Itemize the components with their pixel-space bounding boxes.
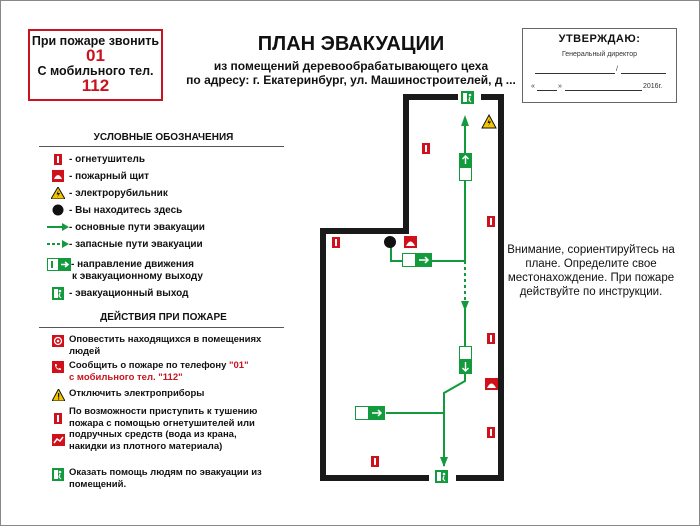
emergency-phone-box: При пожаре звонить 01 С мобильного тел. … <box>28 29 163 101</box>
route-arrow <box>461 115 469 126</box>
main-route-arrow-icon <box>47 223 69 231</box>
actions-divider <box>39 327 284 328</box>
legend-title: УСЛОВНЫЕ ОБОЗНАЧЕНИЯ <box>93 132 234 143</box>
main-evacuation-route <box>443 311 466 466</box>
direction-sign-icon <box>402 253 432 267</box>
action-item: По возможности приступить к тушению пожа… <box>47 406 262 452</box>
name-line <box>621 73 666 74</box>
fire-extinguisher-icon <box>487 333 495 344</box>
legend-divider <box>39 146 284 147</box>
emergency-line1: При пожаре звонить <box>31 34 160 48</box>
emergency-number1: 01 <box>86 46 105 65</box>
fire-extinguisher-icon <box>422 143 430 154</box>
phone-icon <box>52 361 64 373</box>
you-are-here-icon <box>52 204 64 216</box>
legend-item: - направление движения <box>47 257 194 271</box>
approval-position: Генеральный директор <box>561 51 638 58</box>
date-quote-open: « <box>531 83 535 90</box>
wall <box>456 94 504 481</box>
fire-cabinet-icon <box>404 236 417 248</box>
legend-item: - Вы находитесь здесь <box>47 203 182 217</box>
fire-extinguisher-icon <box>487 427 495 438</box>
date-quote-close: » <box>558 83 562 90</box>
route-arrow <box>461 301 469 311</box>
day-line <box>537 90 557 91</box>
you-are-here-icon <box>384 236 396 248</box>
floor-plan <box>320 91 504 483</box>
approval-year: 2016г. <box>643 83 663 90</box>
page-subtitle-1: из помещений деревообрабатывающего цеха <box>213 59 489 73</box>
legend-item-continued: к эвакуационному выходу <box>72 270 203 282</box>
fire-extinguisher-icon <box>332 237 340 248</box>
fire-cabinet-icon <box>485 378 498 390</box>
emergency-exit-icon <box>461 91 474 104</box>
action-item: Оповестить находящихся в помещениях люде… <box>47 334 287 357</box>
direction-sign-icon <box>47 257 71 271</box>
page-title: ПЛАН ЭВАКУАЦИИ <box>257 33 445 55</box>
legend-item: - электрорубильник <box>47 186 168 200</box>
fire-extinguisher-icon <box>371 456 379 467</box>
orientation-notice: Внимание, сориентируйтесь на плане. Опре… <box>507 244 675 298</box>
action-item: Отключить электроприборы <box>47 388 287 401</box>
direction-sign-icon <box>459 153 472 181</box>
spare-route-arrow-icon <box>47 240 69 248</box>
wall <box>320 94 458 481</box>
signature-line <box>535 73 615 74</box>
legend-item: - пожарный щит <box>47 169 149 183</box>
fire-cabinet-icon <box>52 170 64 182</box>
direction-sign-icon <box>459 346 472 374</box>
signature-slash: / <box>616 66 618 73</box>
extinguish-icon <box>51 434 65 446</box>
warning-icon <box>51 389 65 401</box>
month-line <box>565 90 642 91</box>
alarm-icon <box>52 335 64 347</box>
approval-box: УТВЕРЖДАЮ: Генеральный директор / « » 20… <box>522 28 677 103</box>
action-item: Сообщить о пожаре по телефону "01"с моби… <box>47 360 287 383</box>
exit-icon <box>52 468 64 481</box>
electric-switch-icon <box>51 187 65 199</box>
fire-extinguisher-icon <box>54 413 62 424</box>
emergency-line2: С мобильного тел. <box>37 64 154 78</box>
action-item: Оказать помощь людям по эвакуации из пом… <box>47 467 262 490</box>
legend-item: - огнетушитель <box>47 152 145 166</box>
fire-extinguisher-icon <box>487 216 495 227</box>
legend-item: - основные пути эвакуации <box>47 220 205 234</box>
direction-sign-icon <box>355 406 385 420</box>
fire-extinguisher-icon <box>54 153 62 165</box>
page-subtitle-2: по адресу: г. Екатеринбург, ул. Машиност… <box>186 73 516 87</box>
electric-switch-icon <box>481 113 497 129</box>
approval-heading: УТВЕРЖДАЮ: <box>558 33 641 45</box>
emergency-number2: 112 <box>81 76 110 95</box>
emergency-exit-icon <box>435 470 448 483</box>
legend-item: - запасные пути эвакуации <box>47 237 203 251</box>
emergency-exit-icon <box>52 286 64 300</box>
route-arrow <box>440 457 448 467</box>
actions-title: ДЕЙСТВИЯ ПРИ ПОЖАРЕ <box>100 312 227 323</box>
legend-item: - эвакуационный выход <box>47 286 188 300</box>
